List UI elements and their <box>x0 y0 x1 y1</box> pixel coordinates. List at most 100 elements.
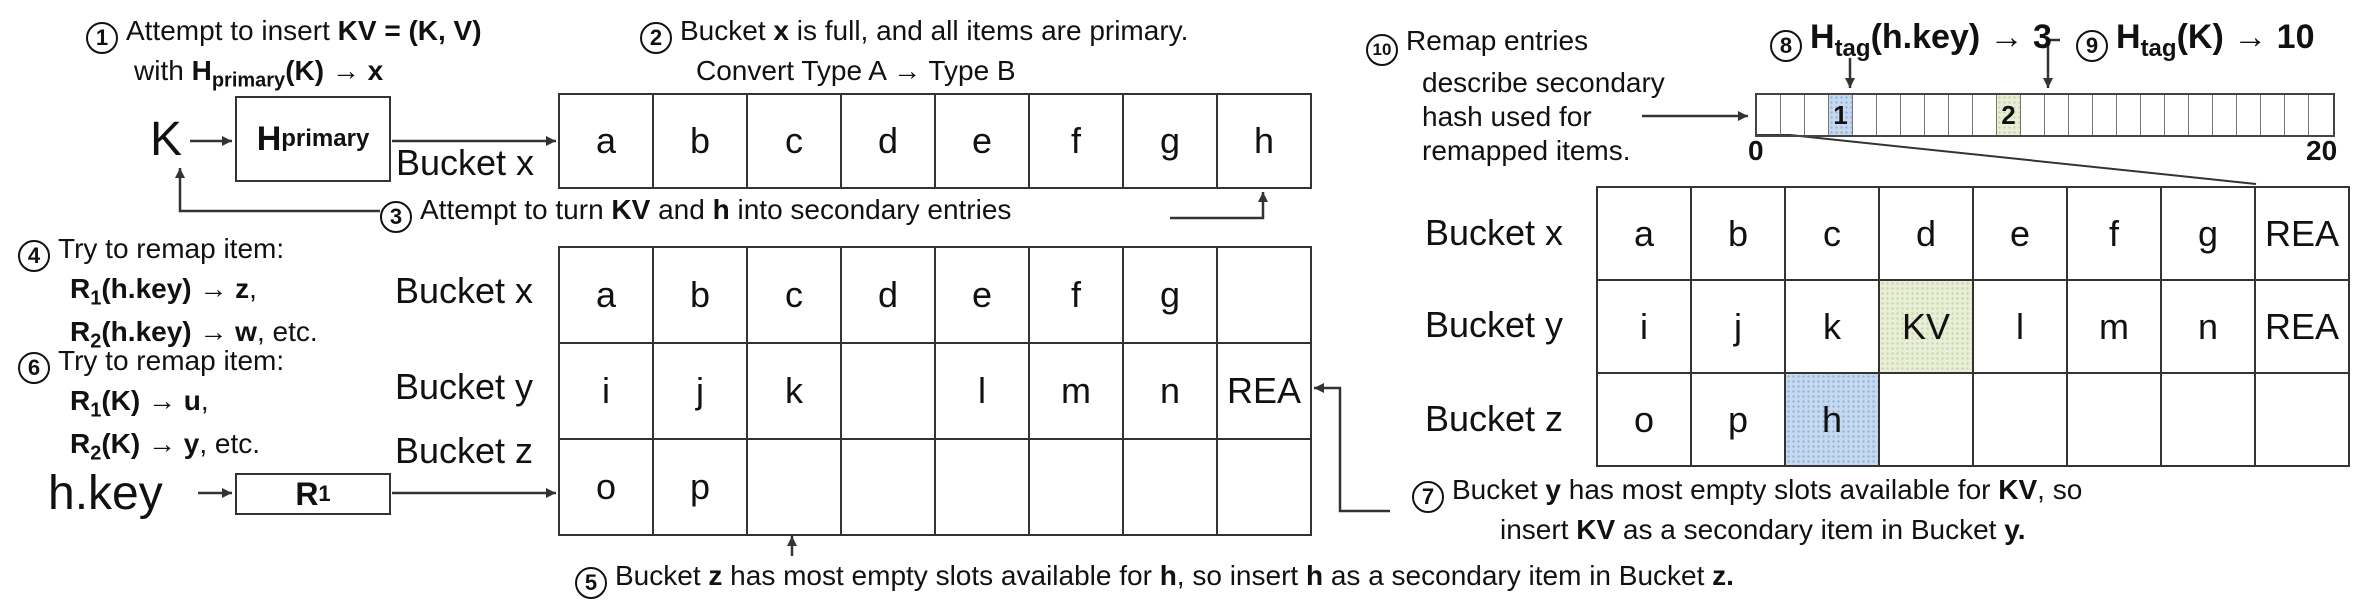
hkey-label: h.key <box>48 467 163 520</box>
bucket-slot: j <box>654 344 748 440</box>
tag-slot <box>2117 95 2141 135</box>
tag-slot <box>2189 95 2213 135</box>
tag-start-label: 0 <box>1748 135 1764 166</box>
tag-slot <box>2309 95 2333 135</box>
step6-number: 6 <box>18 351 50 384</box>
arrow-step9 <box>2043 38 2060 88</box>
bucket-slot: REA <box>2256 188 2350 281</box>
bucket-slot: d <box>842 248 936 344</box>
step8-number: 8 <box>1770 30 1802 62</box>
tag-slot <box>2141 95 2165 135</box>
bucket-slot: i <box>1598 281 1692 374</box>
bucket-slot: g <box>1124 248 1218 344</box>
tag-slot <box>2213 95 2237 135</box>
bucket-slot: p <box>1692 374 1786 467</box>
step5-number: 5 <box>575 567 607 599</box>
bucket-slot <box>2256 374 2350 467</box>
tag-slot <box>2237 95 2261 135</box>
bucket-slot <box>1880 374 1974 467</box>
tag-slot <box>1853 95 1877 135</box>
tag-slot <box>1973 95 1997 135</box>
tag-slot <box>2165 95 2189 135</box>
bucket-slot: f <box>1030 248 1124 344</box>
bucket-slot: g <box>1124 95 1218 189</box>
bucket-slot <box>842 440 936 536</box>
bucket-slot <box>1124 440 1218 536</box>
tag-slot <box>2261 95 2285 135</box>
lower-bucket-y-label: Bucket y <box>395 366 534 407</box>
bucket-slot: o <box>560 440 654 536</box>
right-bucket-z-label: Bucket z <box>1425 398 1564 439</box>
bucket-slot: c <box>748 248 842 344</box>
bucket-slot: n <box>2162 281 2256 374</box>
tag-slot <box>2069 95 2093 135</box>
bucket-slot <box>842 344 936 440</box>
tag-slot <box>1757 95 1781 135</box>
bucket-slot: f <box>2068 188 2162 281</box>
arrow-step3-left <box>175 168 380 213</box>
tag-end-label: 20 <box>2306 135 2338 166</box>
step4-number: 4 <box>18 239 50 272</box>
tag-slot <box>1805 95 1829 135</box>
tag-slot <box>2093 95 2117 135</box>
bucket-slot <box>936 440 1030 536</box>
bucket-slot: e <box>936 248 1030 344</box>
bucket-slot <box>2068 374 2162 467</box>
bucket-slot: e <box>936 95 1030 189</box>
tag-slot <box>1781 95 1805 135</box>
bucket-slot: a <box>1598 188 1692 281</box>
bucket-slot <box>1218 248 1312 344</box>
bucket-slot: m <box>1030 344 1124 440</box>
lower-bucket-x-label: Bucket x <box>395 270 534 311</box>
bucket-slot: m <box>2068 281 2162 374</box>
right-bucket-y-label: Bucket y <box>1425 304 1564 345</box>
step9-number: 9 <box>2076 30 2108 62</box>
bucket-slot: i <box>560 344 654 440</box>
bucket-slot: d <box>1880 188 1974 281</box>
bucket-slot: k <box>748 344 842 440</box>
lower-bucket-z-label: Bucket z <box>395 430 534 471</box>
bucket-slot: c <box>748 95 842 189</box>
bucket-slot: f <box>1030 95 1124 189</box>
bucket-slot <box>1030 440 1124 536</box>
bucket-slot: k <box>1786 281 1880 374</box>
bucket-slot: REA <box>2256 281 2350 374</box>
tag-slot <box>1949 95 1973 135</box>
step1-number: 1 <box>86 22 118 54</box>
bucket-slot: h <box>1218 95 1312 189</box>
arrow-step7 <box>1314 383 1390 513</box>
right-bucket-x-label: Bucket x <box>1425 212 1564 253</box>
tag-slot <box>1901 95 1925 135</box>
bucket-slot: c <box>1786 188 1880 281</box>
step7-number: 7 <box>1412 481 1444 513</box>
arrow-step3-right <box>1170 192 1268 220</box>
tag-slot: 1 <box>1829 95 1853 135</box>
k-label: K <box>150 113 183 166</box>
tag-slot <box>1877 95 1901 135</box>
tag-slot <box>1925 95 1949 135</box>
bucket-slot: REA <box>1218 344 1312 440</box>
bucket-slot: h <box>1786 374 1880 467</box>
tag-slot: 2 <box>1997 95 2021 135</box>
step2-number: 2 <box>640 22 672 54</box>
bucket-slot: b <box>654 95 748 189</box>
bucket-slot: b <box>1692 188 1786 281</box>
bucket-slot: a <box>560 248 654 344</box>
bucket-slot: b <box>654 248 748 344</box>
tag-slot <box>2045 95 2069 135</box>
bucket-slot: d <box>842 95 936 189</box>
bucket-slot <box>1974 374 2068 467</box>
